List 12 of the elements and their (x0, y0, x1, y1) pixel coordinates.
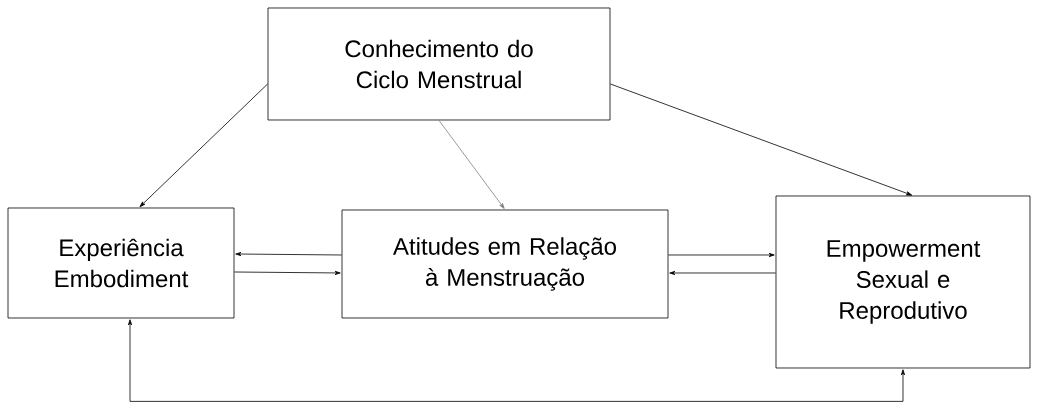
process-box: Conhecimento do Ciclo Menstrual (267, 7, 611, 121)
arrow (438, 120, 505, 209)
process-box: Empowerment Sexual e Reprodutivo (775, 195, 1031, 369)
arrow (669, 270, 776, 276)
arrow (139, 83, 268, 208)
arrow (235, 252, 342, 257)
process-box: Experiência Embodiment (7, 207, 235, 319)
arrow (127, 319, 906, 402)
arrow (668, 252, 775, 258)
arrow (234, 270, 341, 275)
arrow (610, 83, 913, 196)
process-box: Atitudes em Relação à Menstruação (341, 209, 669, 319)
